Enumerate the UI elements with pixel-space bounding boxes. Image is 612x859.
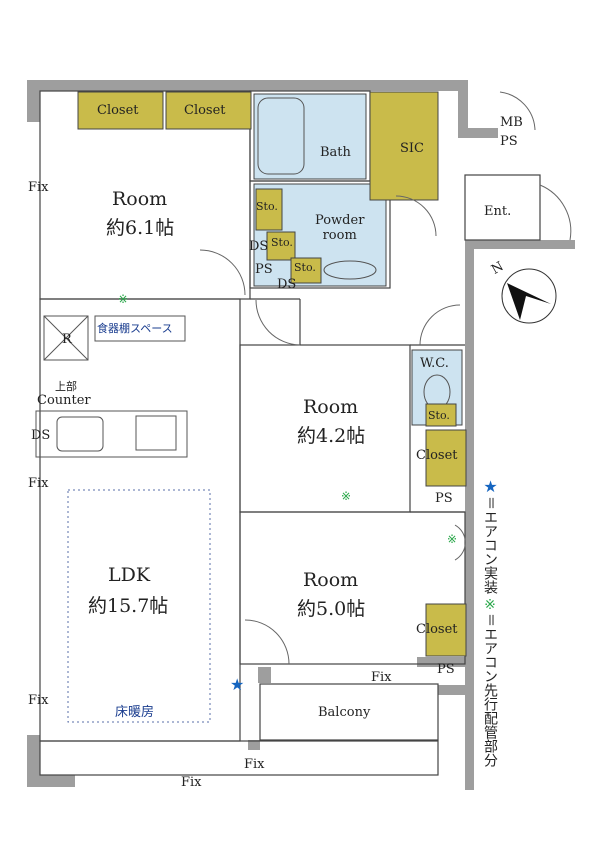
refrigerator-label: R <box>62 332 72 347</box>
aircon-pipe-marker: ※ <box>341 489 352 503</box>
closet-d-label: Closet <box>416 622 458 637</box>
kome-symbol: ※ <box>482 597 498 613</box>
floor-heating-label: 床暖房 <box>115 705 155 720</box>
room-6-1-size: 約6.1帖 <box>106 217 175 239</box>
room-6-1-label: Room <box>112 188 168 210</box>
ds-2-label: DS <box>277 277 297 292</box>
sic-label: SIC <box>400 141 424 156</box>
sto-1-label: Sto. <box>256 200 278 213</box>
aircon-pipe-marker: ※ <box>447 532 458 546</box>
mb-label: MB <box>500 115 523 130</box>
room-outlines <box>39 90 541 776</box>
entrance-label: Ent. <box>484 204 512 219</box>
floor-heating-area <box>67 489 211 723</box>
bath-label: Bath <box>320 145 351 160</box>
kitchen-counter <box>35 315 188 458</box>
legend-installed-text: ＝エアコン実装 <box>482 496 498 594</box>
ps-3-label: PS <box>437 662 455 677</box>
aircon-pipe-marker: ※ <box>118 292 129 306</box>
ps-2-label: PS <box>435 491 453 506</box>
window-fix-6: Fix <box>181 775 202 790</box>
window-fix-1: Fix <box>28 180 49 195</box>
room-4-2-size: 約4.2帖 <box>297 425 366 447</box>
ldk-size: 約15.7帖 <box>88 595 169 617</box>
wc-label: W.C. <box>420 356 449 371</box>
window-fix-5: Fix <box>244 757 265 772</box>
aircon-installed-marker: ★ <box>230 675 245 694</box>
dish-shelf-label: 食器棚スペース <box>97 322 173 335</box>
room-4-2-label: Room <box>303 396 359 418</box>
counter-top-label: 上部 <box>55 380 77 393</box>
storage-blocks <box>77 91 467 657</box>
sto-3-label: Sto. <box>294 261 316 274</box>
ps-1-label: PS <box>255 262 273 277</box>
ds-1-label: DS <box>249 239 269 254</box>
balcony-label: Balcony <box>318 705 371 720</box>
window-fix-4: Fix <box>371 670 392 685</box>
legend-installed: ★＝エアコン実装 <box>480 477 500 594</box>
closet-c-label: Closet <box>416 448 458 463</box>
room-5-0-label: Room <box>303 569 359 591</box>
room-5-0-size: 約5.0帖 <box>297 598 366 620</box>
powder-room-label: Powder room <box>315 213 365 243</box>
legend-prepiping: ※＝エアコン先行配管部分 <box>480 597 500 767</box>
sto-2-label: Sto. <box>271 236 293 249</box>
window-fix-3: Fix <box>28 693 49 708</box>
ds-3-label: DS <box>31 428 51 443</box>
closet-a-label: Closet <box>97 103 139 118</box>
window-fix-2: Fix <box>28 476 49 491</box>
counter-label: Counter <box>37 393 91 408</box>
door-swings <box>199 91 572 665</box>
walls <box>27 80 575 790</box>
legend-prepiping-text: ＝エアコン先行配管部分 <box>482 613 498 767</box>
closet-b-label: Closet <box>184 103 226 118</box>
ps-top-label: PS <box>500 134 518 149</box>
ldk-label: LDK <box>108 564 151 586</box>
star-symbol: ★ <box>481 477 500 496</box>
compass <box>501 268 557 324</box>
sto-4-label: Sto. <box>428 409 450 422</box>
